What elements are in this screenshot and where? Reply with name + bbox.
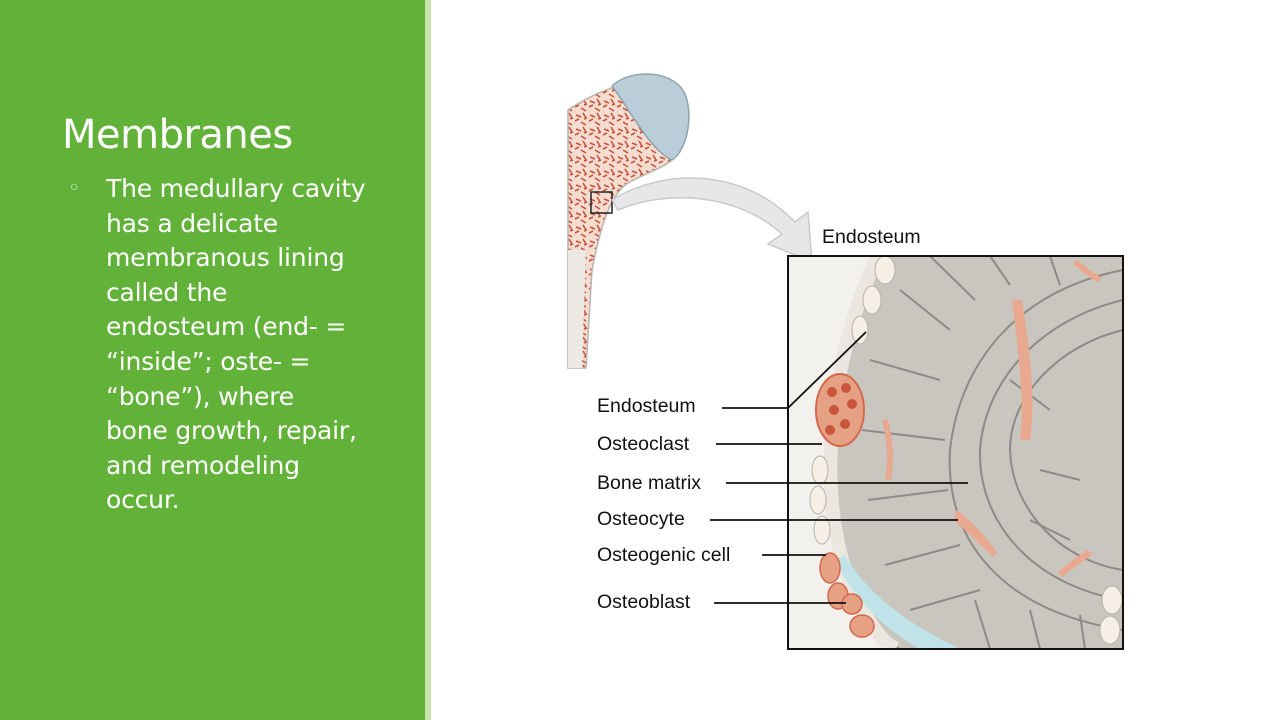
- bullet-line: has a delicate: [106, 208, 278, 238]
- zoom-box: [590, 191, 613, 214]
- accent-strip: [425, 0, 431, 720]
- label-osteogenic-cell: Osteogenic cell: [597, 544, 731, 566]
- enlarged-view: [788, 256, 1123, 649]
- bullet-line: called the: [106, 277, 228, 307]
- bullet-line: occur.: [106, 485, 180, 515]
- label-osteoblast: Osteoblast: [597, 591, 691, 613]
- enlarged-frame: [787, 255, 1124, 650]
- bullet-line: “inside”; oste- =: [106, 346, 311, 376]
- bullet-line: “bone”), where: [106, 381, 294, 411]
- label-osteoclast: Osteoclast: [597, 433, 690, 455]
- zoom-arrow: [610, 177, 813, 264]
- label-bone-matrix: Bone matrix: [597, 472, 702, 494]
- label-osteocyte: Osteocyte: [597, 508, 685, 530]
- label-endosteum: Endosteum: [597, 395, 696, 417]
- bullet-line: The medullary cavity: [106, 174, 366, 203]
- bullet-line: and remodeling: [106, 450, 300, 480]
- sidebar-panel: [0, 0, 425, 720]
- osteoclast-cell: [815, 373, 865, 447]
- bullet-line: membranous lining: [106, 243, 345, 273]
- bone-illustration: [567, 73, 690, 369]
- bullet-line: endosteum (end- =: [106, 312, 347, 342]
- bullet-marker: ○: [70, 178, 79, 194]
- bullet-text: The medullary cavity has a delicate memb…: [106, 172, 406, 518]
- label-endosteum-top: Endosteum: [822, 226, 921, 248]
- bullet-line: bone growth, repair,: [106, 416, 357, 446]
- leader-lines: [710, 331, 968, 604]
- slide-title: Membranes: [62, 112, 293, 158]
